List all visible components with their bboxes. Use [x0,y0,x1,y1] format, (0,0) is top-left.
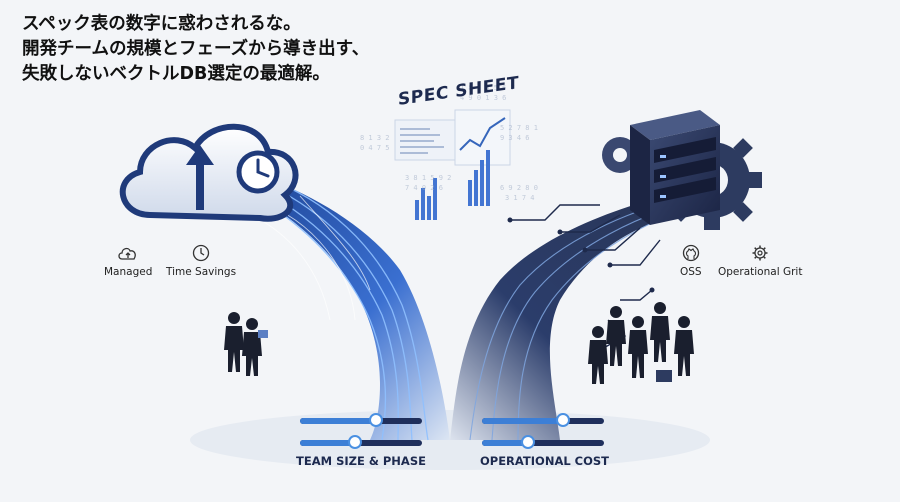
headline-line-1: スペック表の数字に惑わされるな。 [22,14,301,34]
clock-icon [192,244,210,262]
feature-managed: Managed [104,244,152,278]
slider-track [482,440,604,446]
svg-text:3 1 7 4: 3 1 7 4 [505,194,535,202]
headline-line-3: 失敗しないベクトルDB選定の最適解。 [22,64,330,84]
svg-text:1 8 2 3 5 6 7: 1 8 2 3 5 6 7 [460,84,515,92]
svg-text:9 3 4 6: 9 3 4 6 [500,134,530,142]
slider-fill [482,440,529,446]
github-icon [682,244,699,262]
svg-text:7 4 0 2 6: 7 4 0 2 6 [405,184,443,192]
svg-text:3 8 1 5 9 2: 3 8 1 5 9 2 [405,174,451,182]
team-size-slider-group [300,412,422,452]
oss-data-stream [450,190,700,441]
people-group-left [224,312,268,376]
svg-text:0 4 7 5: 0 4 7 5 [360,144,390,152]
svg-text:8 1 3 2: 8 1 3 2 [360,134,390,142]
feature-managed-label: Managed [104,266,153,278]
team-size-phase-label: TEAM SIZE & PHASE [296,454,426,468]
feature-oss-label: OSS [680,266,702,278]
server-icon [630,110,720,225]
slider-handle[interactable] [368,413,383,427]
slider-fill [300,440,355,446]
slider-handle[interactable] [555,413,570,427]
cloud-icon [119,123,299,222]
slider-fill [482,418,563,424]
feature-oss: OSS [680,244,702,278]
cloud-upload-icon [118,247,137,260]
operational-cost-label: OPERATIONAL COST [480,454,610,468]
slider-fill [300,418,376,424]
svg-text:6 9 2 8 0: 6 9 2 8 0 [500,184,538,192]
svg-text:4 9 0 1 3 6: 4 9 0 1 3 6 [460,94,506,102]
spec-sheet-charts: 3 8 1 5 9 2 7 4 0 2 6 1 8 2 3 5 6 7 4 9 … [360,84,538,220]
svg-text:5 2 7 8 1: 5 2 7 8 1 [500,124,538,132]
slider-handle[interactable] [521,435,536,449]
feature-time-savings: Time Savings [166,244,236,278]
people-group-right [588,302,694,384]
feature-time-savings-label: Time Savings [166,266,237,278]
feature-operational-grit: Operational Grit [718,244,802,278]
team-size-slider-2[interactable] [300,434,422,452]
operational-cost-slider-group [482,412,604,452]
headline: スペック表の数字に惑わされるな。 開発チームの規模とフェーズから導き出す、 失敗… [22,12,369,87]
operational-cost-slider-2[interactable] [482,434,604,452]
team-size-slider-1[interactable] [300,412,422,430]
gear-outline-icon [752,245,768,261]
feature-operational-grit-label: Operational Grit [718,266,803,278]
slider-handle[interactable] [347,435,362,449]
operational-cost-slider-1[interactable] [482,412,604,430]
headline-line-2: 開発チームの規模とフェーズから導き出す、 [22,39,370,59]
